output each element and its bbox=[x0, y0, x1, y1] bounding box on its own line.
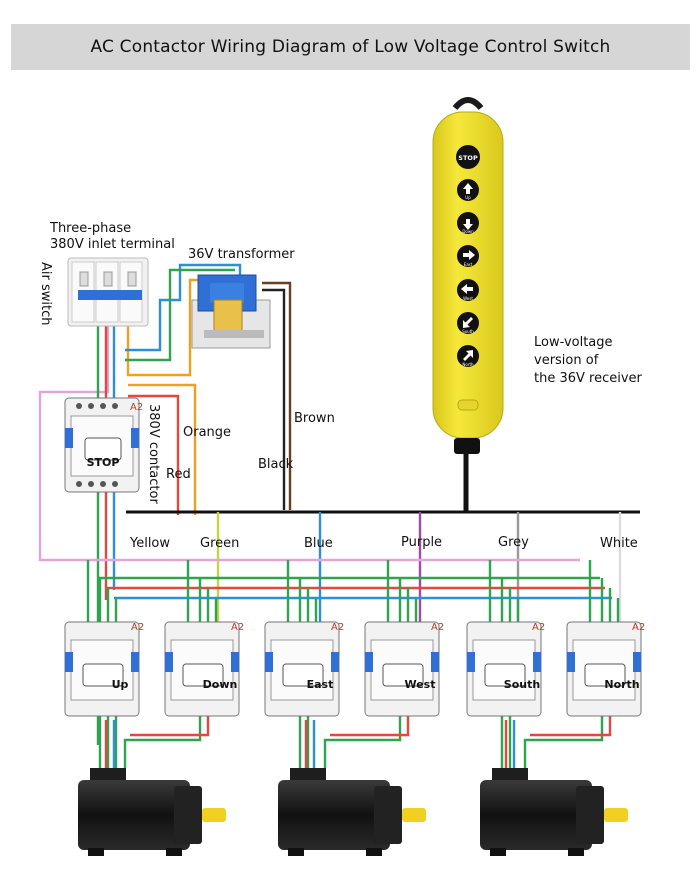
up-contactor bbox=[64, 621, 140, 717]
west-contactor bbox=[364, 621, 440, 717]
stop-contactor-a2: A2 bbox=[130, 402, 143, 413]
down-contactor-label: Down bbox=[203, 678, 238, 691]
black-wire bbox=[262, 288, 286, 510]
south-contactor bbox=[466, 621, 542, 717]
arrow-up-right-icon bbox=[463, 350, 473, 361]
up-contactor-label: Up bbox=[112, 678, 129, 691]
purple-wire-label: Purple bbox=[401, 535, 442, 550]
blue-wire-label: Blue bbox=[304, 536, 333, 551]
orange-to-transformer-wire bbox=[126, 278, 198, 377]
remote-down-button[interactable]: Down bbox=[457, 212, 479, 234]
arrow-down-left-icon bbox=[463, 317, 473, 328]
remote-up-button[interactable]: Up bbox=[457, 179, 479, 201]
contactor-380-label: 380V contactor bbox=[146, 404, 161, 504]
red-wire-label: Red bbox=[166, 467, 191, 482]
remote-west-button[interactable]: West bbox=[457, 279, 479, 301]
transformer-label: 36V transformer bbox=[188, 247, 295, 262]
red-wire bbox=[128, 394, 180, 515]
east-contactor bbox=[264, 621, 340, 717]
pink-wire bbox=[38, 325, 110, 562]
transformer bbox=[191, 274, 271, 349]
grey-wire-label: Grey bbox=[498, 535, 529, 550]
arrow-up-icon bbox=[463, 183, 473, 194]
up-button-caption: Up bbox=[465, 195, 471, 200]
air-switch-label: Air switch bbox=[38, 262, 53, 325]
south-contactor-label: South bbox=[504, 678, 540, 691]
remote-stop-button[interactable]: STOP bbox=[456, 145, 480, 169]
motor-1 bbox=[78, 768, 226, 856]
west-button-caption: West bbox=[463, 296, 473, 301]
arrow-down-icon bbox=[463, 219, 473, 230]
remote-north-button[interactable]: North bbox=[457, 345, 479, 367]
arrow-right-icon bbox=[463, 250, 475, 260]
down-contactor-a2: A2 bbox=[231, 622, 244, 633]
page-title: AC Contactor Wiring Diagram of Low Volta… bbox=[90, 37, 611, 57]
green-wire-label: Green bbox=[200, 536, 239, 551]
east-button-caption: East bbox=[464, 262, 473, 267]
north-contactor-a2: A2 bbox=[632, 622, 645, 633]
remote-east-button[interactable]: East bbox=[457, 245, 479, 267]
stop-button-text: STOP bbox=[458, 154, 478, 162]
motor-3 bbox=[480, 768, 628, 856]
remote-pendant bbox=[432, 97, 504, 454]
green-to-transformer-wire bbox=[125, 268, 235, 362]
inlet-label-line1: Three-phase bbox=[49, 221, 131, 236]
north-button-caption: North bbox=[462, 362, 474, 367]
stop-contactor-label: STOP bbox=[87, 456, 120, 469]
down-contactor bbox=[164, 621, 240, 717]
air-switch bbox=[67, 257, 149, 327]
north-contactor bbox=[566, 621, 642, 717]
down-button-caption: Down bbox=[462, 229, 474, 234]
north-contactor-label: North bbox=[604, 678, 639, 691]
receiver-label-line3: the 36V receiver bbox=[534, 371, 643, 386]
orange-wire-label: Orange bbox=[183, 425, 231, 440]
south-contactor-a2: A2 bbox=[532, 622, 545, 633]
arrow-left-icon bbox=[461, 284, 473, 294]
receiver-label-line1: Low-voltage bbox=[534, 335, 613, 350]
yellow-wire-label: Yellow bbox=[129, 536, 170, 551]
motor-2 bbox=[278, 768, 426, 856]
west-contactor-a2: A2 bbox=[431, 622, 444, 633]
contactor-feed-wires bbox=[86, 560, 620, 625]
east-contactor-label: East bbox=[307, 678, 334, 691]
receiver-label-line2: version of bbox=[534, 353, 599, 368]
motor-feed-wires bbox=[98, 715, 612, 768]
east-contactor-a2: A2 bbox=[331, 622, 344, 633]
brown-wire-label: Brown bbox=[294, 411, 335, 426]
brown-wire bbox=[262, 281, 292, 510]
stop-contactor bbox=[64, 397, 140, 493]
black-wire-label: Black bbox=[258, 457, 294, 472]
title-banner: AC Contactor Wiring Diagram of Low Volta… bbox=[11, 24, 690, 70]
wires bbox=[38, 263, 640, 768]
orange-wire bbox=[128, 383, 197, 515]
inlet-label-line2: 380V inlet terminal bbox=[50, 237, 175, 252]
remote-south-button[interactable]: South bbox=[457, 312, 479, 334]
west-contactor-label: West bbox=[404, 678, 435, 691]
white-wire-label: White bbox=[600, 536, 638, 551]
up-contactor-a2: A2 bbox=[131, 622, 144, 633]
blue-to-transformer-wire bbox=[125, 263, 242, 352]
south-button-caption: South bbox=[462, 329, 474, 334]
